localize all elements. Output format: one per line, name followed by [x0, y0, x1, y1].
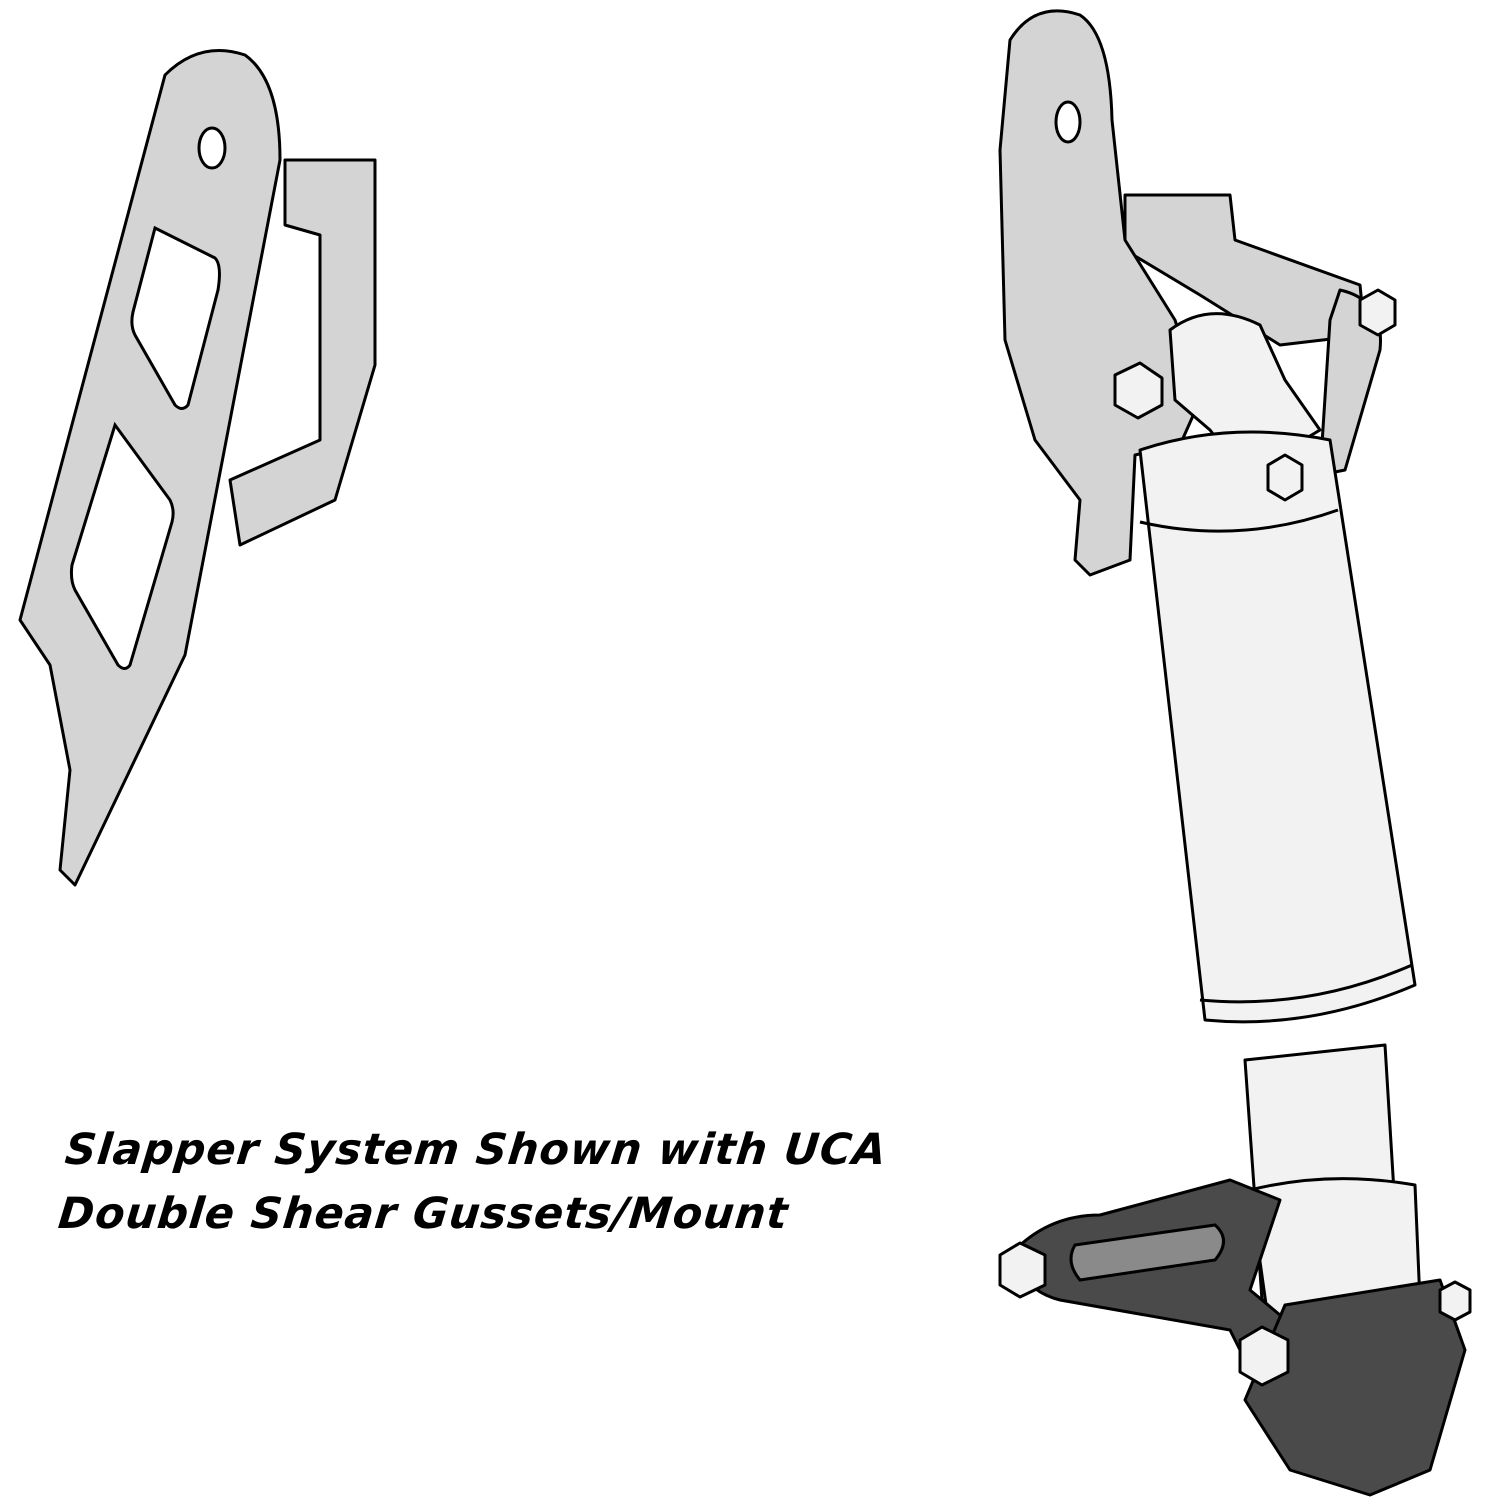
- mount-hole: [197, 126, 227, 170]
- gusset-bracket-standalone: [18, 49, 377, 887]
- shock-body: [1138, 430, 1417, 1024]
- lower-cutout: [69, 421, 175, 670]
- shock-bottom-band: [1199, 963, 1413, 1004]
- mount-hole: [1054, 100, 1082, 144]
- lower-mount-slot: [1069, 1223, 1225, 1282]
- caption-line-1: Slapper System Shown with UCA: [62, 1125, 890, 1175]
- shock-top-band: [1139, 508, 1339, 533]
- caption-line-2: Double Shear Gussets/Mount: [56, 1189, 791, 1239]
- caption: Slapper System Shown with UCA Double She…: [55, 1118, 890, 1246]
- hex-bolt-icon: [1113, 361, 1164, 420]
- upper-cutout: [130, 225, 221, 410]
- hex-bolt-icon: [1358, 288, 1397, 337]
- back-plate: [228, 158, 377, 547]
- hex-bolt-icon: [1438, 1280, 1472, 1322]
- hex-bolt-icon: [1266, 453, 1304, 502]
- bolt-heads: [998, 288, 1472, 1387]
- hex-bolt-icon: [1238, 1325, 1290, 1387]
- slapper-assembly: [998, 9, 1472, 1497]
- hex-bolt-icon: [998, 1241, 1047, 1299]
- front-plate: [18, 49, 282, 887]
- front-gusset-plate: [998, 9, 1202, 577]
